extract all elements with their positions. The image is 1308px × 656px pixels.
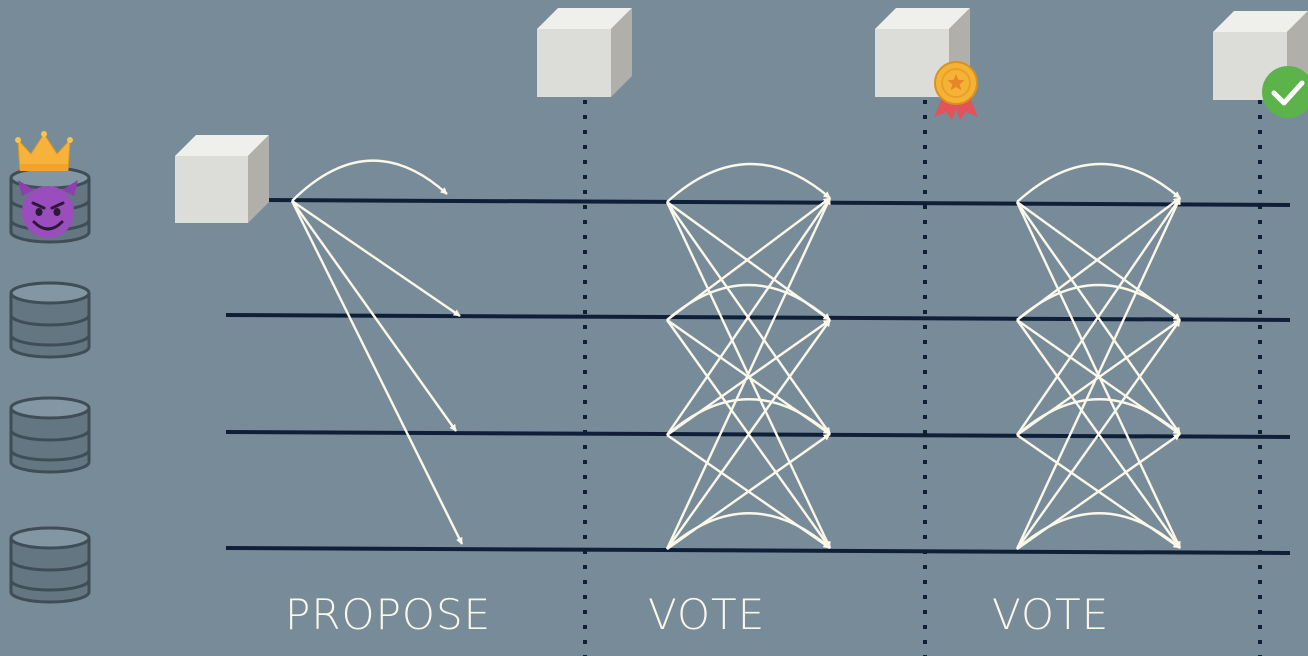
timeline-node-2 — [225, 313, 1291, 322]
phase-label-vote-1: VOTE — [648, 590, 766, 639]
check-disc — [1262, 66, 1308, 118]
propose-arrow-1 — [291, 159, 448, 202]
vote1-arrow-2-2 — [666, 283, 831, 321]
medal-icon — [934, 61, 978, 120]
propose-arrow-2 — [291, 200, 461, 317]
nodes — [9, 166, 91, 604]
devil-horn-left — [18, 180, 34, 196]
vote2-arrow-4-1 — [1015, 197, 1182, 550]
proposed-block — [175, 135, 269, 223]
devil-eye-left — [35, 208, 43, 216]
vote2-arrow-2-2 — [1016, 283, 1181, 321]
vote1-arrow-4-2 — [666, 319, 831, 550]
node-3-ring-1 — [9, 429, 91, 442]
crown-gem-1 — [15, 137, 21, 143]
devil-eye-right — [53, 208, 61, 216]
vote1-arrow-4-1 — [665, 197, 832, 550]
node-2-ring-1 — [9, 314, 91, 327]
node-4-ring-2 — [9, 579, 91, 592]
phase-block-2-top — [875, 8, 970, 29]
vote2-arrow-3-1 — [1016, 197, 1181, 436]
phase-block-1 — [537, 8, 632, 97]
timeline-node-1 — [264, 198, 1291, 207]
node-4-top — [9, 526, 91, 550]
phase-block-1-side — [611, 8, 632, 97]
node-4 — [9, 526, 91, 604]
node-3-top — [9, 396, 91, 420]
phase-label-vote-2: VOTE — [992, 590, 1110, 639]
devil-face-icon — [18, 180, 78, 238]
devil-horn-right — [62, 180, 78, 196]
phase-block-3-top — [1213, 11, 1308, 32]
node-2 — [9, 281, 91, 359]
node-3-ring-2 — [9, 449, 91, 462]
vote2-arrow-4-4 — [1016, 512, 1181, 550]
proposed-block-front — [175, 156, 248, 223]
vote1-arrow-4-4 — [666, 512, 831, 550]
propose-arrow-4 — [290, 200, 464, 545]
blocks — [175, 8, 1308, 223]
check-mark — [1271, 80, 1305, 106]
message-arrows — [290, 159, 1182, 550]
proposed-block-top — [175, 135, 269, 156]
vote2-arrow-1-1 — [1016, 162, 1181, 203]
node-2-top — [9, 281, 91, 305]
phase-block-1-top — [537, 8, 632, 29]
vote1-arrow-3-1 — [666, 197, 831, 436]
propose-arrow-3 — [291, 200, 457, 432]
timeline-node-3 — [225, 430, 1291, 439]
proposed-block-side — [248, 135, 269, 223]
devil-grin — [32, 220, 64, 231]
devil-brow-left — [31, 201, 46, 210]
crown-icon — [17, 133, 71, 171]
crown-gem-3 — [67, 137, 73, 143]
node-3 — [9, 396, 91, 474]
phase-block-1-front — [537, 29, 611, 97]
node-4-ring-1 — [9, 559, 91, 572]
vote1-arrow-1-1 — [666, 162, 831, 203]
badges — [15, 61, 1308, 238]
medal-star — [947, 74, 965, 91]
vote2-arrow-3-3 — [1016, 398, 1181, 436]
devil-brow-right — [50, 201, 65, 210]
crown-gem-2 — [41, 131, 47, 137]
vote1-arrow-3-3 — [666, 398, 831, 436]
phase-dividers — [583, 100, 1262, 656]
timeline-node-4 — [225, 546, 1291, 555]
crown-band — [20, 164, 68, 171]
phase-label-propose: PROPOSE — [285, 590, 492, 639]
medal-ring — [941, 68, 971, 98]
vote2-arrow-4-2 — [1016, 319, 1181, 550]
node-2-ring-2 — [9, 334, 91, 347]
check-icon — [1262, 66, 1308, 118]
devil-head — [22, 186, 74, 238]
node-timelines — [225, 198, 1291, 555]
